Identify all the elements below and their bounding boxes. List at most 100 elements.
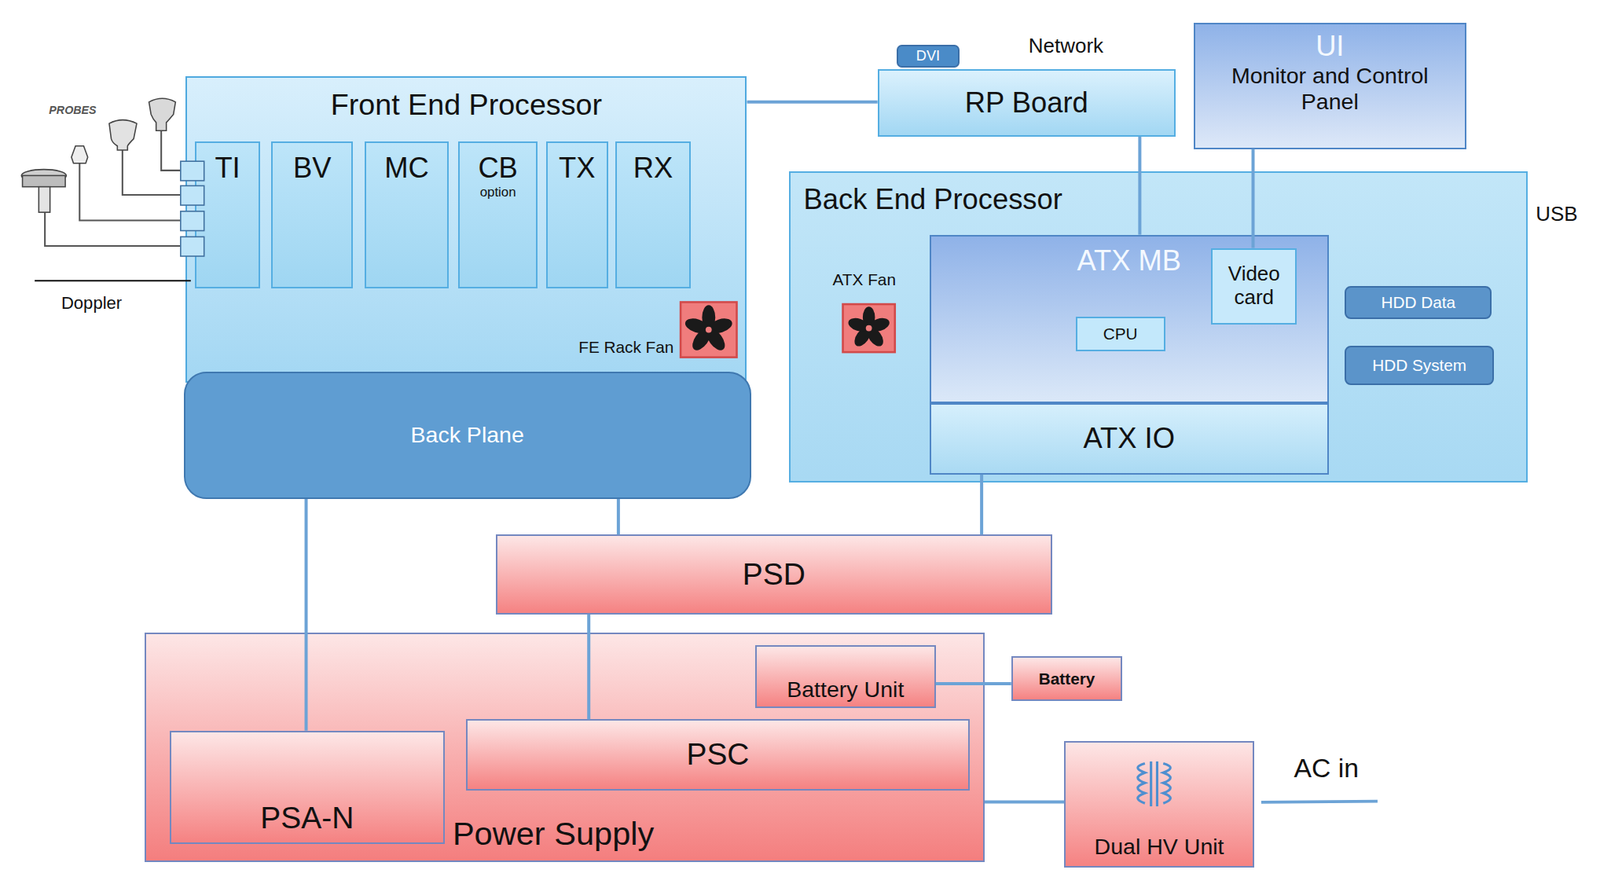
connector-tab: DVI (896, 44, 959, 68)
box-title: PSA-N (260, 800, 354, 837)
box-title: Dual HV Unit (1094, 833, 1225, 860)
board-slot: MC (364, 141, 450, 289)
probe-b (109, 120, 137, 151)
box-title: RP Board (965, 86, 1089, 120)
doppler-line (34, 279, 191, 282)
port (180, 185, 205, 206)
transformer-box: Dual HV Unit (1064, 741, 1255, 868)
box-title: PSC (686, 737, 749, 773)
power-supply-box: Power Supply Battery UnitPSC PSA-N (144, 632, 985, 863)
board-slot: TX (546, 141, 609, 289)
fan-blade (851, 324, 874, 349)
fan-blade (683, 315, 712, 337)
connector-line (1251, 149, 1256, 249)
port (180, 161, 205, 181)
fan-blade (703, 326, 729, 354)
part-label: Network (1028, 33, 1104, 59)
probe-a (149, 98, 177, 131)
part-label: PROBES (48, 103, 96, 118)
io-box: ATX IO (929, 403, 1329, 475)
box-title: BV (293, 151, 331, 185)
box-title: UI (1315, 29, 1344, 63)
drive-box: HDD Data (1344, 286, 1492, 320)
box-subtitle: option (480, 184, 517, 200)
box-title: HDD System (1372, 355, 1467, 375)
box-title: PSD (742, 557, 806, 593)
battery-box: Battery (1011, 656, 1123, 701)
box-subtitle: Monitor and Control Panel (1207, 62, 1453, 115)
probe-d-body (22, 175, 67, 187)
fan-blade (866, 315, 892, 334)
processor-box: Front End ProcessorTIBVMCCBoptionTXRX (185, 76, 747, 383)
power-box: PSA-N (169, 730, 446, 845)
fan-hub (866, 325, 873, 332)
probe-c (71, 146, 89, 164)
port (180, 236, 205, 257)
box-title: ATX MB (1076, 244, 1182, 278)
part-label: FE Rack Fan (578, 337, 674, 358)
transformer-coil (1137, 763, 1145, 804)
fan-hub (705, 326, 712, 334)
processor-box: Back End ProcessorATX MBCPUVideo cardATX… (788, 171, 1528, 483)
part-label: ATX Fan (833, 270, 896, 290)
probe-ports (180, 161, 205, 257)
connector-line (616, 499, 621, 535)
card-box: Video card (1211, 248, 1297, 325)
connector-line (979, 474, 984, 536)
fan-frame (843, 304, 896, 353)
connector-line (746, 100, 878, 104)
box-title: MC (384, 151, 430, 185)
box-title: Battery Unit (786, 676, 904, 703)
board-slot: TI (194, 141, 261, 289)
motherboard-box: ATX MB CPU Video card (929, 234, 1329, 404)
drive-box: HDD System (1344, 345, 1494, 385)
board-slot: CBoption (458, 141, 538, 289)
fan-icon (680, 301, 737, 357)
fan-blade (689, 326, 715, 354)
ac-input-line (1261, 801, 1378, 803)
box-title: DVI (916, 47, 940, 65)
backplane-box: Back Plane (183, 371, 752, 500)
board-slot: BV (271, 141, 353, 289)
probe-illustration (21, 98, 176, 213)
probe-wire (122, 149, 182, 195)
ui-box: UIMonitor and Control Panel (1193, 22, 1466, 150)
box-title: Back End Processor (803, 183, 1063, 217)
box-title: CB (477, 151, 518, 185)
fan-blades (683, 304, 734, 353)
fan-icon (843, 304, 896, 353)
part-label: AC in (1293, 752, 1359, 785)
transformer-coil (1163, 763, 1171, 804)
connector-line (1137, 136, 1142, 235)
fan-blade (701, 304, 716, 330)
transformer-core (1155, 761, 1159, 807)
probe-wire (79, 163, 182, 221)
box-title: Battery (1038, 669, 1096, 689)
fan-blade (706, 315, 734, 337)
box-title: ATX IO (1083, 422, 1175, 456)
connector-line (304, 499, 309, 731)
connector-line (587, 614, 591, 720)
power-box: PSD (495, 534, 1053, 614)
probe-wires (44, 130, 182, 246)
board-slot: RX (615, 141, 691, 289)
fan-frame (680, 301, 737, 357)
board-box: RP Board (877, 69, 1176, 137)
port (180, 211, 205, 232)
fan-blade (863, 324, 887, 349)
box-title: RX (633, 151, 674, 185)
box-title: Power Supply (452, 814, 654, 853)
connector-line (984, 800, 1065, 804)
box-title: Front End Processor (330, 88, 602, 122)
box-title: CPU (1103, 324, 1138, 344)
fan-blade (846, 315, 871, 334)
transformer-core (1149, 761, 1153, 807)
power-box: Battery Unit (755, 645, 936, 709)
part-label: USB (1535, 201, 1578, 227)
transformer-symbol (1137, 761, 1171, 807)
probe-d-stem (38, 187, 50, 213)
box-title: Back Plane (410, 422, 524, 448)
power-box: PSC (466, 719, 969, 791)
